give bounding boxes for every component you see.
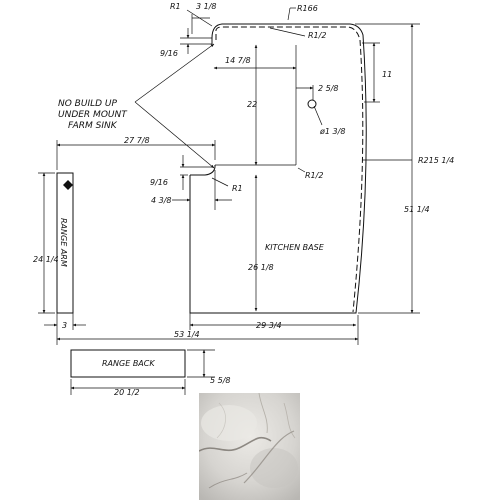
label-kitchen-base: KITCHEN BASE bbox=[265, 243, 325, 252]
note-line-3: FARM SINK bbox=[68, 121, 118, 131]
dim-9-16-top: 9/16 bbox=[160, 49, 178, 58]
range-arm-outline bbox=[56, 172, 74, 314]
dim-53-1-4: 53 1/4 bbox=[174, 330, 200, 339]
dim-20-1-2: 20 1/2 bbox=[114, 388, 140, 397]
dim-3-1-8: 3 1/8 bbox=[196, 2, 217, 11]
dim-3: 3 bbox=[62, 321, 67, 330]
dim-r166: R166 bbox=[297, 4, 318, 13]
dim-r1-top: R1 bbox=[170, 2, 181, 11]
dim-14-7-8: 14 7/8 bbox=[225, 56, 251, 65]
dim-4-3-8: 4 3/8 bbox=[151, 196, 172, 205]
dim-dia-1-3-8: ø1 3/8 bbox=[319, 127, 345, 136]
dim-r1-2-mid: R1/2 bbox=[305, 171, 323, 180]
dim-2-5-8: 2 5/8 bbox=[318, 84, 339, 93]
dim-r1-2-top: R1/2 bbox=[308, 31, 326, 40]
note-line-1: NO BUILD UP bbox=[58, 99, 117, 109]
drain-hole-circle bbox=[307, 99, 317, 109]
dim-24-1-4: 24 1/4 bbox=[33, 255, 59, 264]
dim-27-7-8: 27 7/8 bbox=[124, 136, 150, 145]
label-range-arm: RANGE ARM bbox=[59, 218, 68, 267]
kitchen-base-outline bbox=[189, 23, 367, 314]
dim-9-16-mid: 9/16 bbox=[150, 178, 168, 187]
dim-22: 22 bbox=[247, 100, 257, 109]
label-range-back: RANGE BACK bbox=[102, 359, 155, 368]
dim-5-5-8: 5 5/8 bbox=[210, 376, 231, 385]
dim-26-1-8: 26 1/8 bbox=[248, 263, 274, 272]
dim-29-3-4: 29 3/4 bbox=[256, 321, 282, 330]
marble-sample-image bbox=[199, 393, 300, 500]
dim-51-1-4: 51 1/4 bbox=[404, 205, 430, 214]
dim-r215: R215 1/4 bbox=[418, 156, 454, 165]
diamond-marker-icon bbox=[63, 180, 73, 190]
note-line-2: UNDER MOUNT bbox=[58, 110, 128, 120]
range-back-outline bbox=[70, 349, 186, 378]
dim-r1-mid: R1 bbox=[232, 184, 243, 193]
dim-11: 11 bbox=[382, 70, 392, 79]
